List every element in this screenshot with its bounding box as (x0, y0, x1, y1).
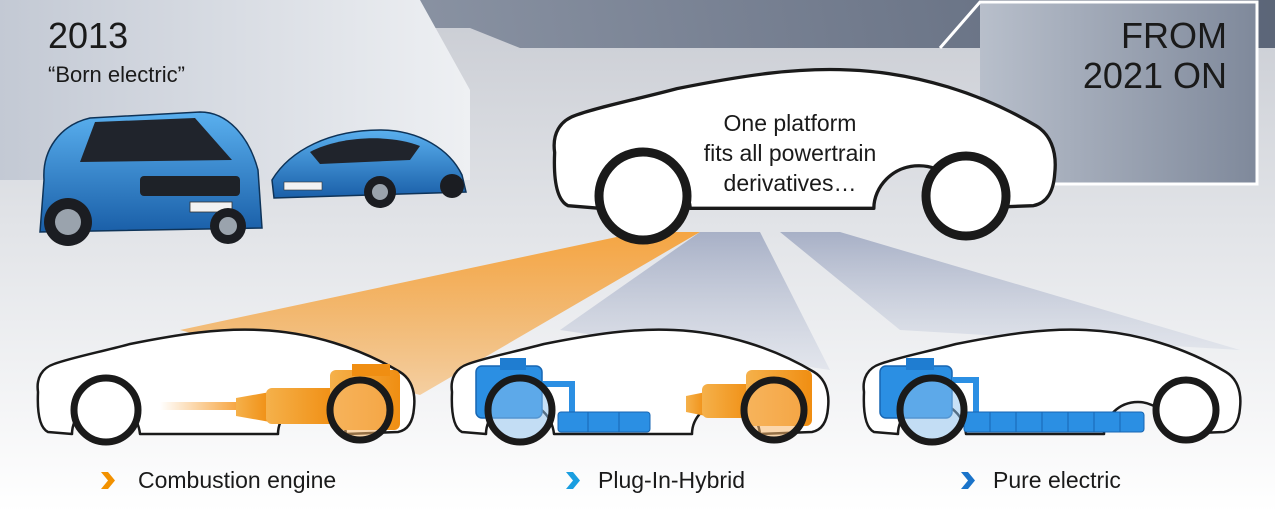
platform-caption: One platform fits all powertrain derivat… (700, 108, 880, 198)
year-label: 2013 (48, 15, 129, 56)
electric-car-wheels (896, 374, 1220, 446)
right-panel-border (938, 0, 1259, 186)
chevron-electric-fill (961, 472, 975, 489)
chevron-combustion-fill (101, 472, 115, 489)
hybrid-car-wheels (484, 374, 808, 446)
platform-car-wheels (594, 147, 1011, 245)
chevron-right-icon (961, 472, 975, 489)
caption-plug-in-hybrid: Plug-In-Hybrid (598, 467, 745, 493)
bmw-i3-car (39, 111, 263, 246)
born-electric-label: “Born electric” (48, 62, 185, 87)
platform-line2: fits all powertrain (703, 140, 877, 166)
from-line1: FROM (1121, 15, 1227, 56)
chevron-right-icon (566, 472, 580, 489)
bmw-i8-car (271, 129, 467, 208)
beam-electric (780, 232, 1240, 350)
platform-line3: derivatives… (723, 170, 857, 196)
caption-pure-electric: Pure electric (993, 467, 1121, 493)
caption-combustion-engine: Combustion engine (138, 467, 337, 493)
chevron-right-icon (101, 472, 115, 489)
platform-line1: One platform (723, 110, 857, 136)
combustion-car-wheels (70, 374, 394, 446)
from-2021-label: FROM 2021 ON (1083, 16, 1227, 96)
chevron-hybrid-fill (566, 472, 580, 489)
from-line2: 2021 ON (1082, 55, 1227, 96)
